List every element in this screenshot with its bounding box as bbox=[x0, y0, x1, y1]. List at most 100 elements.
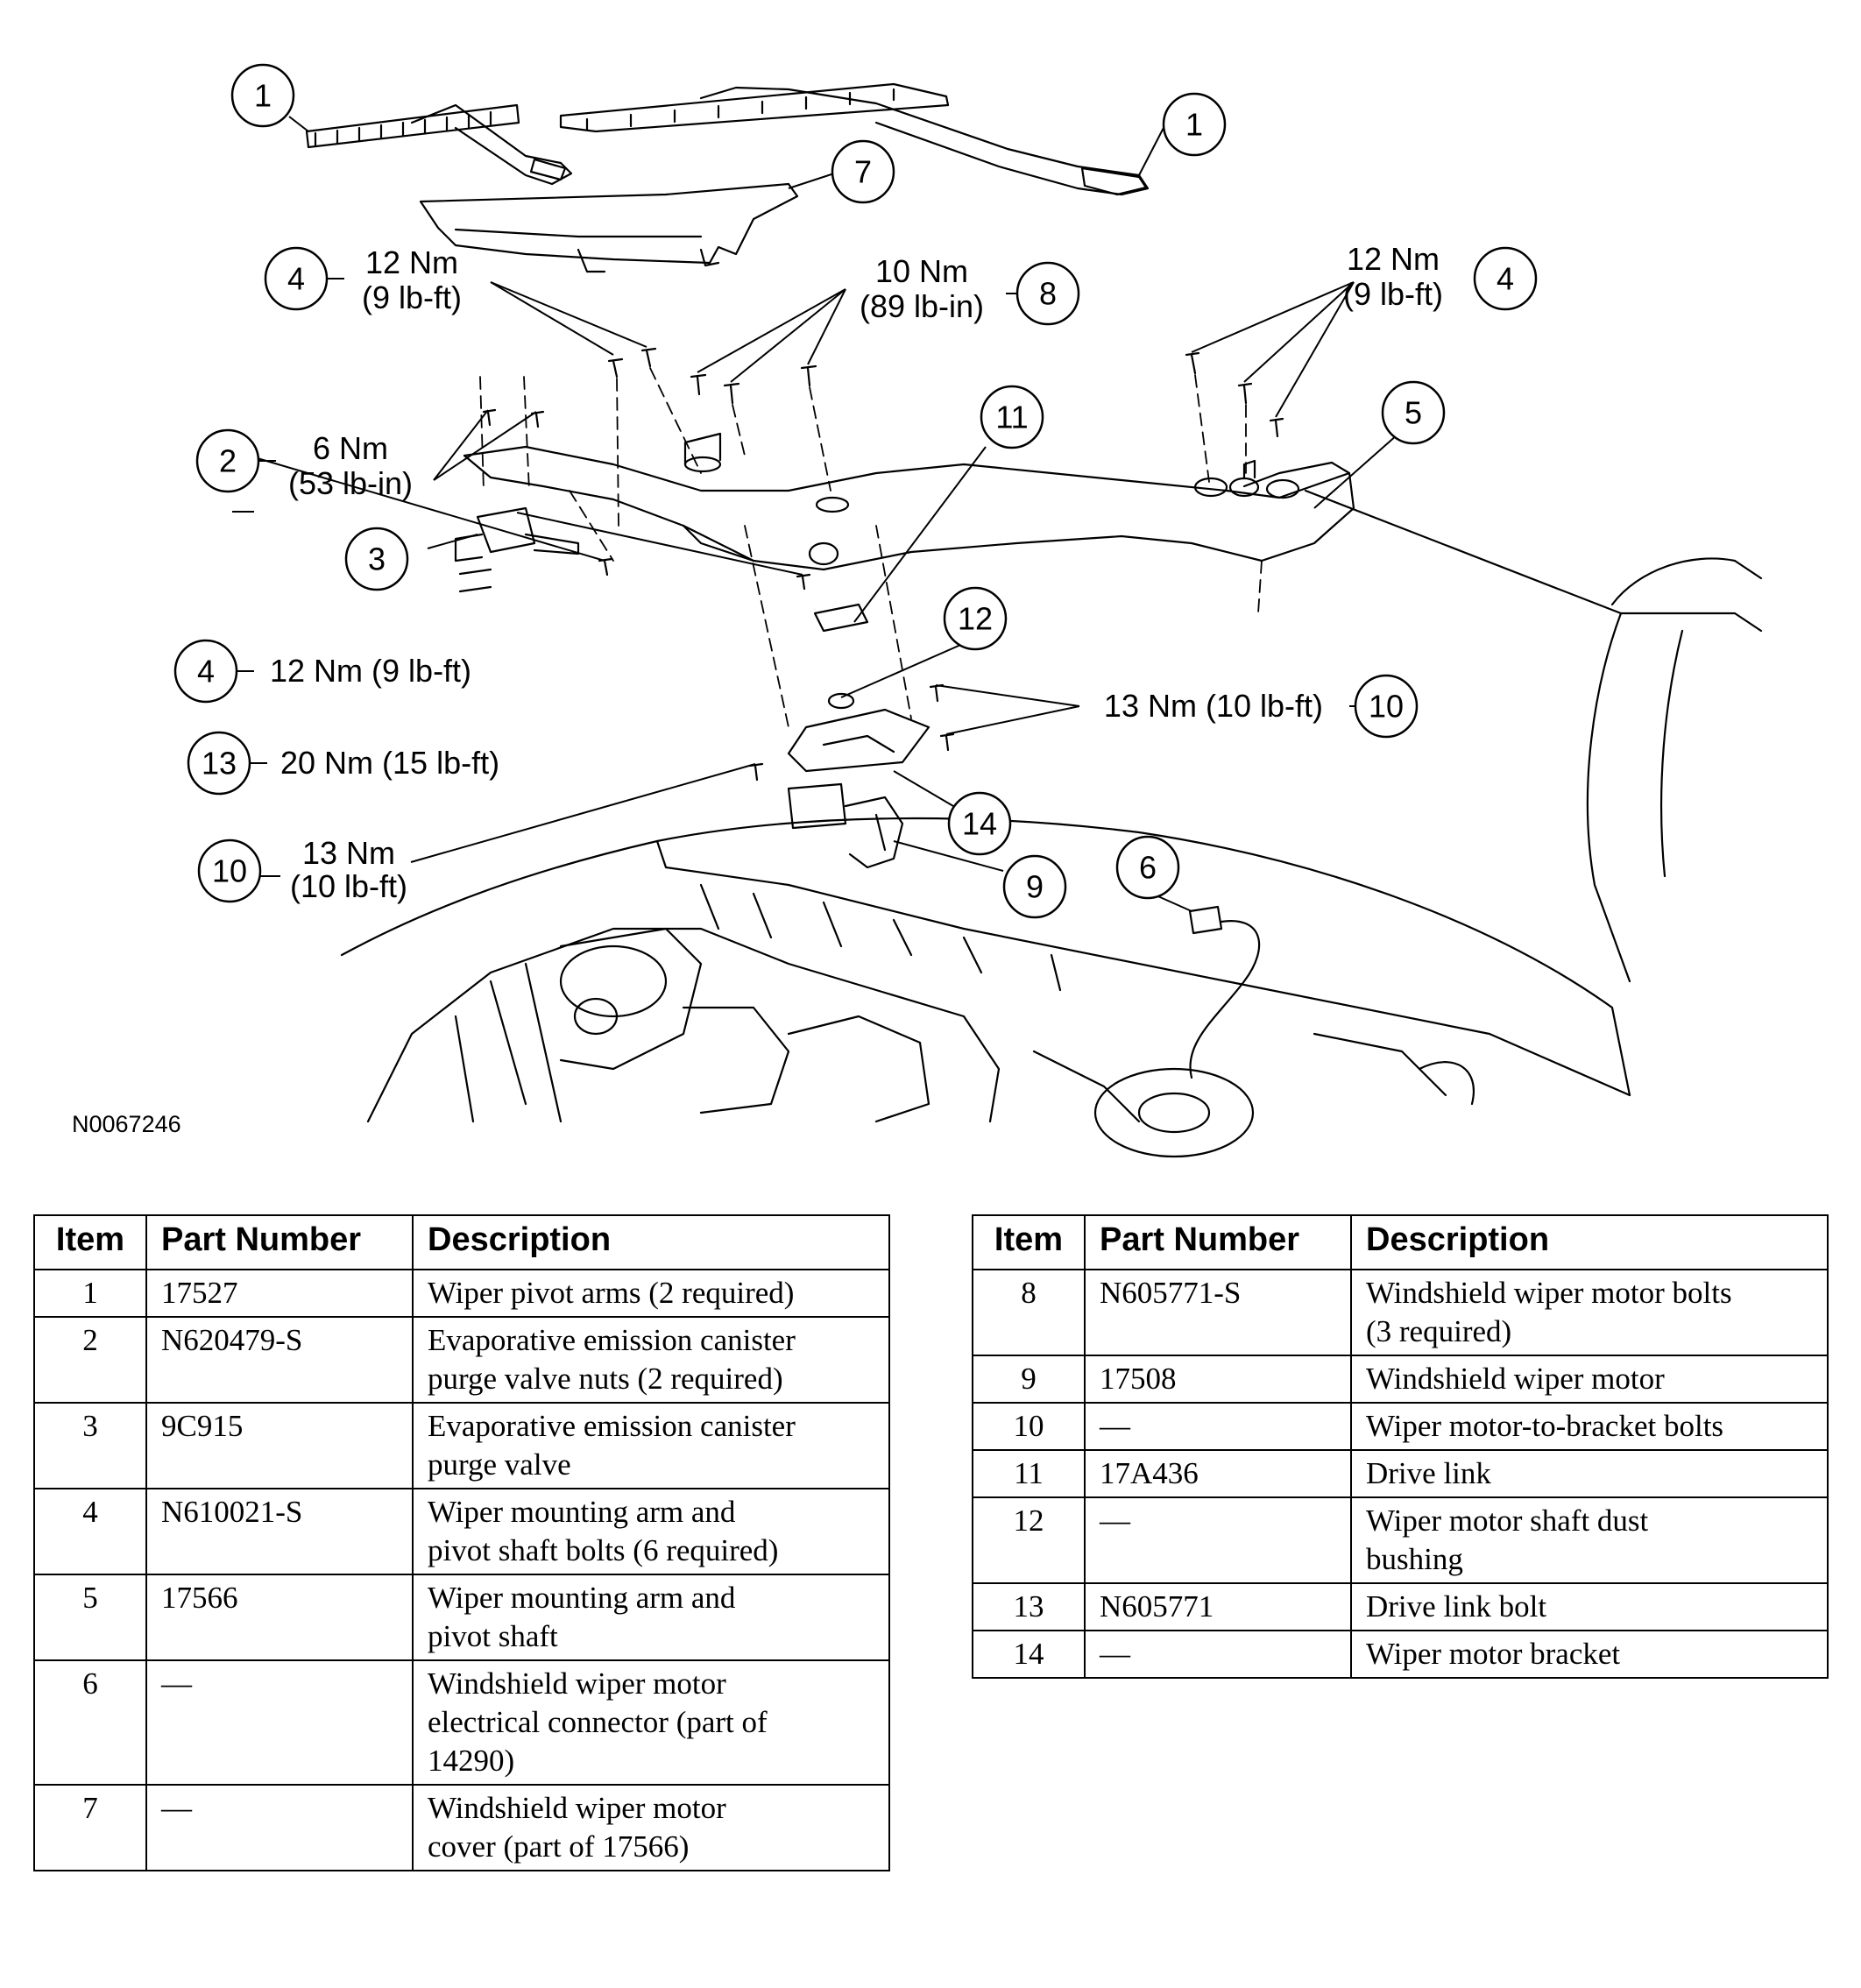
description-cell: Wiper motor-to-bracket bolts bbox=[1350, 1402, 1829, 1451]
description-line: (3 required) bbox=[1366, 1314, 1512, 1348]
callout-number: 9 bbox=[1026, 869, 1044, 905]
torque-spec: 20 Nm (15 lb-ft) bbox=[280, 745, 499, 781]
description-line: Wiper motor shaft dust bbox=[1366, 1503, 1649, 1538]
callout-number: 5 bbox=[1405, 395, 1422, 431]
part-number-cell: — bbox=[1084, 1402, 1352, 1451]
torque-spec: (10 lb-ft) bbox=[290, 868, 407, 904]
part-number-cell: N620479-S bbox=[145, 1316, 414, 1404]
header-item: Item bbox=[33, 1214, 147, 1270]
part-number-cell: — bbox=[1084, 1496, 1352, 1584]
item-cell: 13 bbox=[972, 1582, 1086, 1631]
callout: 10 13 Nm (10 lb-ft) bbox=[1104, 674, 1419, 739]
leader-lines bbox=[232, 116, 1494, 912]
callout: 8 10 Nm (89 lb-in) bbox=[860, 253, 1080, 326]
description-line: Wiper pivot arms (2 required) bbox=[428, 1276, 795, 1310]
wiper-motor-bracket-link bbox=[787, 603, 930, 869]
table-row: 12— Wiper motor shaft dust bushing bbox=[972, 1496, 1829, 1584]
callout-number: 13 bbox=[202, 746, 237, 782]
description-line: Drive link bolt bbox=[1366, 1589, 1547, 1624]
callout-number: 4 bbox=[1497, 261, 1514, 297]
right-wiper-pivot-arm bbox=[559, 82, 1150, 196]
callout-number: 10 bbox=[212, 853, 247, 889]
description-line: Windshield wiper motor bbox=[428, 1666, 726, 1701]
callout-number: 12 bbox=[958, 601, 993, 637]
item-cell: 6 bbox=[33, 1659, 147, 1786]
purge-valve bbox=[454, 506, 580, 593]
header-part-number: Part Number bbox=[1084, 1214, 1352, 1270]
item-cell: 14 bbox=[972, 1630, 1086, 1679]
header-part-number: Part Number bbox=[145, 1214, 414, 1270]
callout-number: 6 bbox=[1139, 850, 1157, 886]
description-cell: Wiper motor shaft dust bushing bbox=[1350, 1496, 1829, 1584]
callout: 2 6 Nm (53 lb-in) bbox=[195, 428, 413, 501]
callout: 9 bbox=[1002, 854, 1067, 919]
header-description: Description bbox=[412, 1214, 890, 1270]
torque-spec: (53 lb-in) bbox=[288, 465, 413, 501]
description-line: bushing bbox=[1366, 1542, 1463, 1576]
callout: 1 bbox=[1162, 92, 1227, 157]
description-line: cover (part of 17566) bbox=[428, 1829, 690, 1864]
torque-spec: (89 lb-in) bbox=[860, 288, 984, 324]
description-line: Drive link bbox=[1366, 1456, 1491, 1490]
callout-number: 14 bbox=[962, 806, 997, 842]
description-line: Wiper motor-to-bracket bolts bbox=[1366, 1409, 1724, 1443]
table-row: 10— Wiper motor-to-bracket bolts bbox=[972, 1402, 1829, 1451]
callout: 5 bbox=[1381, 380, 1446, 445]
table-header-row: Item Part Number Description bbox=[33, 1214, 890, 1270]
callout-number: 8 bbox=[1039, 276, 1057, 312]
description-line: purge valve nuts (2 required) bbox=[428, 1362, 783, 1396]
description-line: electrical connector (part of bbox=[428, 1705, 768, 1739]
callout: 4 12 Nm (9 lb-ft) bbox=[1343, 241, 1538, 312]
callout: 13 20 Nm (15 lb-ft) bbox=[187, 731, 499, 796]
wiper-motor-cover bbox=[419, 182, 799, 273]
item-cell: 3 bbox=[33, 1402, 147, 1489]
torque-spec: (9 lb-ft) bbox=[362, 279, 462, 315]
description-line: pivot shaft bbox=[428, 1619, 558, 1653]
description-line: Windshield wiper motor bolts bbox=[1366, 1276, 1732, 1310]
part-number-cell: 17566 bbox=[145, 1574, 414, 1661]
callout-number: 2 bbox=[219, 443, 237, 479]
callout-number: 4 bbox=[197, 654, 215, 690]
description-line: Wiper motor bracket bbox=[1366, 1637, 1621, 1671]
item-cell: 4 bbox=[33, 1488, 147, 1575]
description-cell: Windshield wiper motor bbox=[1350, 1355, 1829, 1404]
item-cell: 7 bbox=[33, 1784, 147, 1871]
description-line: Windshield wiper motor bbox=[1366, 1362, 1665, 1396]
torque-spec: 13 Nm (10 lb-ft) bbox=[1104, 688, 1323, 724]
item-cell: 5 bbox=[33, 1574, 147, 1661]
torque-spec: 6 Nm bbox=[313, 430, 388, 466]
item-cell: 10 bbox=[972, 1402, 1086, 1451]
description-cell: Wiper motor bracket bbox=[1350, 1630, 1829, 1679]
callout: 7 bbox=[831, 139, 895, 204]
item-cell: 12 bbox=[972, 1496, 1086, 1584]
bolts bbox=[482, 347, 1284, 782]
torque-spec: 12 Nm bbox=[365, 244, 458, 280]
callout-number: 10 bbox=[1369, 689, 1404, 725]
part-number-cell: N605771 bbox=[1084, 1582, 1352, 1631]
item-cell: 2 bbox=[33, 1316, 147, 1404]
part-number-cell: 17508 bbox=[1084, 1355, 1352, 1404]
description-line: Evaporative emission canister bbox=[428, 1409, 796, 1443]
alignment-lines bbox=[479, 367, 1263, 728]
callout: 4 12 Nm (9 lb-ft) bbox=[264, 244, 462, 315]
figure-id: N0067246 bbox=[72, 1111, 181, 1137]
wiper-assembly-artwork bbox=[305, 82, 1763, 1158]
torque-spec: 12 Nm (9 lb-ft) bbox=[270, 653, 471, 689]
callout-number: 4 bbox=[287, 261, 305, 297]
table-header-row: Item Part Number Description bbox=[972, 1214, 1829, 1270]
callout: 6 bbox=[1115, 835, 1180, 900]
